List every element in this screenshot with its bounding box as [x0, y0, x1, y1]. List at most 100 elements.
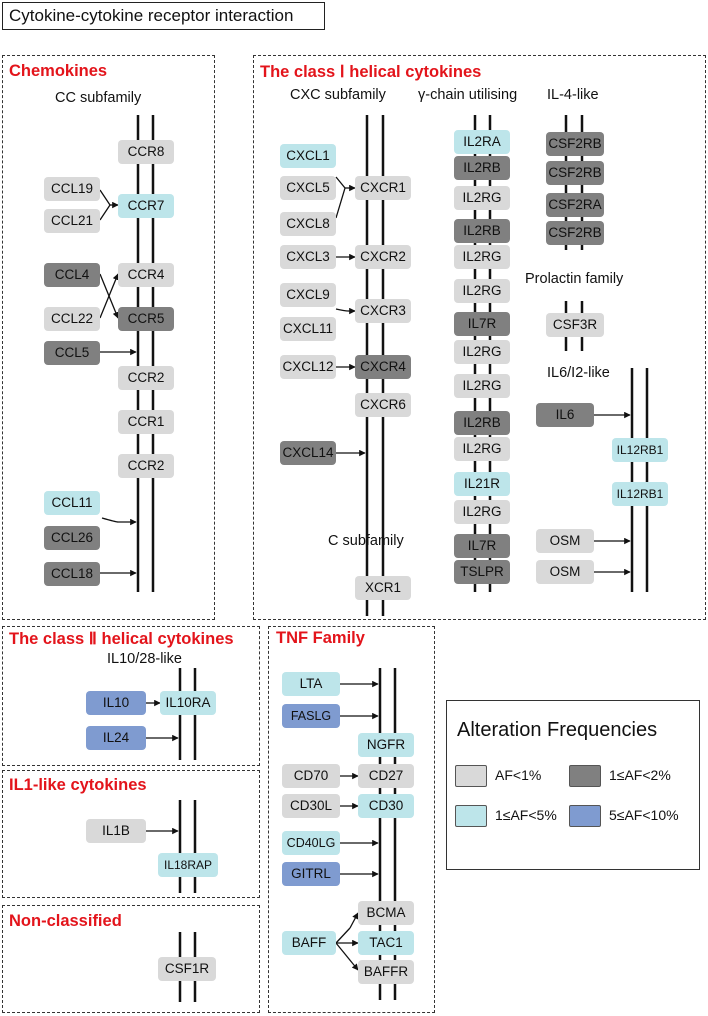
node-cxcr1: CXCR1	[355, 176, 411, 200]
node-ccr1: CCR1	[118, 410, 174, 434]
node-gamma-1: IL2RA	[454, 130, 510, 154]
node-gamma-9: IL2RG	[454, 374, 510, 398]
node-gamma-7: IL7R	[454, 312, 510, 336]
node-cd70: CD70	[282, 764, 340, 788]
node-il4-2: CSF2RB	[546, 161, 604, 185]
panel-chemokines	[2, 55, 215, 620]
subtitle-il4: IL-4-like	[547, 87, 599, 103]
node-gamma-2: IL2RB	[454, 156, 510, 180]
node-gamma-5: IL2RG	[454, 245, 510, 269]
legend-label-1: AF<1%	[495, 767, 542, 783]
node-cd40lg: CD40LG	[282, 831, 340, 855]
node-cxcl9: CXCL9	[280, 283, 336, 307]
node-cd27: CD27	[358, 764, 414, 788]
node-ccr4: CCR4	[118, 263, 174, 287]
node-ccl5: CCL5	[44, 341, 100, 365]
subtitle-il6: IL6/I2-like	[547, 365, 610, 381]
section-title-chemokines: Chemokines	[9, 62, 108, 80]
node-cxcl3: CXCL3	[280, 245, 336, 269]
node-ccr5: CCR5	[118, 307, 174, 331]
node-cxcl14: CXCL14	[280, 441, 336, 465]
panel-class1	[253, 55, 706, 620]
node-il18rap: IL18RAP	[158, 853, 218, 877]
node-il4-4: CSF2RB	[546, 221, 604, 245]
node-cxcl8: CXCL8	[280, 212, 336, 236]
node-ccl18: CCL18	[44, 562, 100, 586]
node-cxcr6: CXCR6	[355, 393, 411, 417]
node-ccl4: CCL4	[44, 263, 100, 287]
node-cxcr4: CXCR4	[355, 355, 411, 379]
node-gamma-14: IL7R	[454, 534, 510, 558]
section-title-tnf: TNF Family	[276, 629, 365, 647]
node-bcma: BCMA	[358, 901, 414, 925]
node-cxcl1: CXCL1	[280, 144, 336, 168]
node-il24: IL24	[86, 726, 146, 750]
legend-swatch-4	[569, 805, 601, 827]
node-il4-3: CSF2RA	[546, 193, 604, 217]
node-ccr2-a: CCR2	[118, 366, 174, 390]
node-cxcl11: CXCL11	[280, 317, 336, 341]
node-il4-1: CSF2RB	[546, 132, 604, 156]
node-ccl21: CCL21	[44, 209, 100, 233]
subtitle-gamma: γ-chain utilising	[418, 87, 518, 103]
diagram-title: Cytokine-cytokine receptor interaction	[2, 2, 325, 30]
node-ccr8: CCR8	[118, 140, 174, 164]
legend: Alteration Frequencies AF<1% 1≤AF<2% 1≤A…	[446, 700, 700, 870]
node-gamma-15: TSLPR	[454, 560, 510, 584]
node-il1b: IL1B	[86, 819, 146, 843]
node-cxcl5: CXCL5	[280, 176, 336, 200]
node-il10ra: IL10RA	[160, 691, 216, 715]
node-cd30: CD30	[358, 794, 414, 818]
node-ccl22: CCL22	[44, 307, 100, 331]
node-gitrl: GITRL	[282, 862, 340, 886]
node-ngfr: NGFR	[358, 733, 414, 757]
node-osm-2: OSM	[536, 560, 594, 584]
node-gamma-8: IL2RG	[454, 340, 510, 364]
legend-swatch-1	[455, 765, 487, 787]
panel-nonclassified	[2, 905, 260, 1013]
node-gamma-10: IL2RB	[454, 411, 510, 435]
panel-tnf	[268, 626, 435, 1013]
node-baff: BAFF	[282, 931, 336, 955]
section-title-nonclassified: Non-classified	[9, 912, 122, 930]
node-xcr1: XCR1	[355, 576, 411, 600]
node-faslg: FASLG	[282, 704, 340, 728]
node-gamma-13: IL2RG	[454, 500, 510, 524]
node-ccr7: CCR7	[118, 194, 174, 218]
legend-label-3: 1≤AF<5%	[495, 807, 557, 823]
legend-swatch-2	[569, 765, 601, 787]
panel-class2	[2, 626, 260, 766]
node-gamma-3: IL2RG	[454, 186, 510, 210]
node-ccl26: CCL26	[44, 526, 100, 550]
subtitle-cxc: CXC subfamily	[290, 87, 386, 103]
node-cxcr2: CXCR2	[355, 245, 411, 269]
section-title-class2: The class Ⅱ helical cytokines	[9, 630, 234, 648]
section-title-il1: IL1-like cytokines	[9, 776, 147, 794]
panel-il1	[2, 770, 260, 898]
legend-label-4: 5≤AF<10%	[609, 807, 679, 823]
legend-label-2: 1≤AF<2%	[609, 767, 671, 783]
node-ccl11: CCL11	[44, 491, 100, 515]
subtitle-cc: CC subfamily	[55, 90, 142, 106]
node-cxcr3: CXCR3	[355, 299, 411, 323]
subtitle-il10: IL10/28-like	[107, 651, 182, 667]
legend-swatch-3	[455, 805, 487, 827]
subtitle-prolactin: Prolactin family	[525, 271, 624, 287]
node-cxcl12: CXCL12	[280, 355, 336, 379]
node-gamma-12: IL21R	[454, 472, 510, 496]
node-gamma-11: IL2RG	[454, 437, 510, 461]
node-csf1r: CSF1R	[158, 957, 216, 981]
node-csf3r: CSF3R	[546, 313, 604, 337]
node-lta: LTA	[282, 672, 340, 696]
legend-title: Alteration Frequencies	[457, 719, 658, 741]
node-tac1: TAC1	[358, 931, 414, 955]
node-ccl19: CCL19	[44, 177, 100, 201]
node-il12rb1-a: IL12RB1	[612, 438, 668, 462]
node-baffr: BAFFR	[358, 960, 414, 984]
node-gamma-4: IL2RB	[454, 219, 510, 243]
node-ccr2-b: CCR2	[118, 454, 174, 478]
node-gamma-6: IL2RG	[454, 279, 510, 303]
node-osm-1: OSM	[536, 529, 594, 553]
section-title-class1: The class Ⅰ helical cytokines	[260, 63, 482, 81]
node-cd30l: CD30L	[282, 794, 340, 818]
